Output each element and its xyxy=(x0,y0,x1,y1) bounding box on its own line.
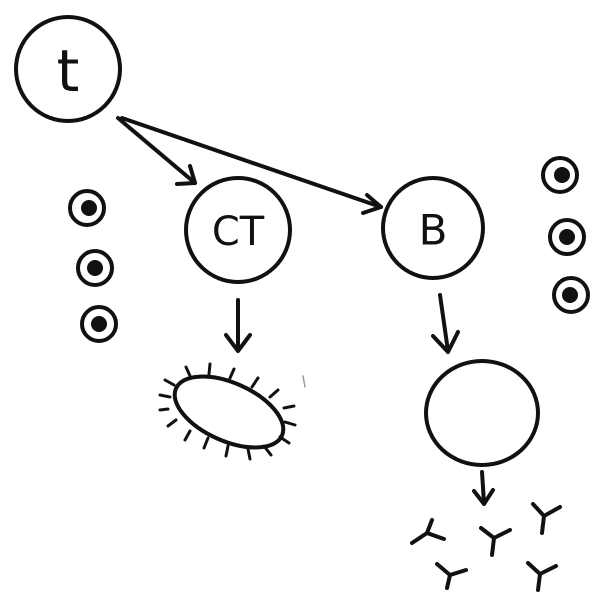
small-cell xyxy=(541,156,579,194)
arrow-t-to-ct-line xyxy=(116,116,197,185)
node-b-label: B xyxy=(419,206,448,255)
small-cell xyxy=(68,189,106,227)
node-ct: CT xyxy=(184,176,292,284)
arrow-b-to-plasma-cell xyxy=(431,293,460,354)
node-b: B xyxy=(381,176,485,280)
arrow-t-to-b-line xyxy=(120,116,383,209)
arrow-ct-to-bacterium-head xyxy=(224,333,252,353)
plasma-cell xyxy=(424,359,540,467)
antibody-5 xyxy=(526,561,558,592)
small-cell xyxy=(76,249,114,287)
node-b-circle xyxy=(381,176,485,280)
arrow-t-to-ct-head xyxy=(175,164,197,186)
arrow-plasma-cell-to-antibodies-line xyxy=(480,470,486,505)
antibody-1 xyxy=(410,518,446,545)
small-cell xyxy=(548,218,586,256)
bacterium xyxy=(158,362,297,461)
small-cell xyxy=(80,305,118,343)
node-t: t xyxy=(14,15,122,123)
antibody-4 xyxy=(435,562,468,590)
arrow-plasma-cell-to-antibodies-head xyxy=(472,488,495,506)
node-t-circle xyxy=(14,15,122,123)
arrow-b-to-plasma-cell-head xyxy=(431,330,460,354)
antibody-2 xyxy=(479,526,512,557)
arrow-b-to-plasma-cell-line xyxy=(438,293,450,353)
arrow-t-to-ct xyxy=(116,116,197,186)
arrow-t-to-b xyxy=(120,116,383,215)
arrow-t-to-b-head xyxy=(361,193,383,215)
antibody-3 xyxy=(531,502,562,535)
arrow-ct-to-bacterium xyxy=(224,298,252,353)
node-ct-circle xyxy=(184,176,292,284)
antibodies xyxy=(410,502,562,592)
left-cell-cluster xyxy=(68,189,118,343)
bacterium-spikes xyxy=(158,362,297,461)
node-t-label: t xyxy=(57,37,80,105)
right-cell-cluster xyxy=(541,156,590,314)
small-cell xyxy=(552,276,590,314)
stray-pencil-mark xyxy=(302,375,306,388)
arrow-plasma-cell-to-antibodies xyxy=(472,470,495,506)
bacterium-body xyxy=(172,374,286,450)
node-ct-label: CT xyxy=(212,209,265,255)
